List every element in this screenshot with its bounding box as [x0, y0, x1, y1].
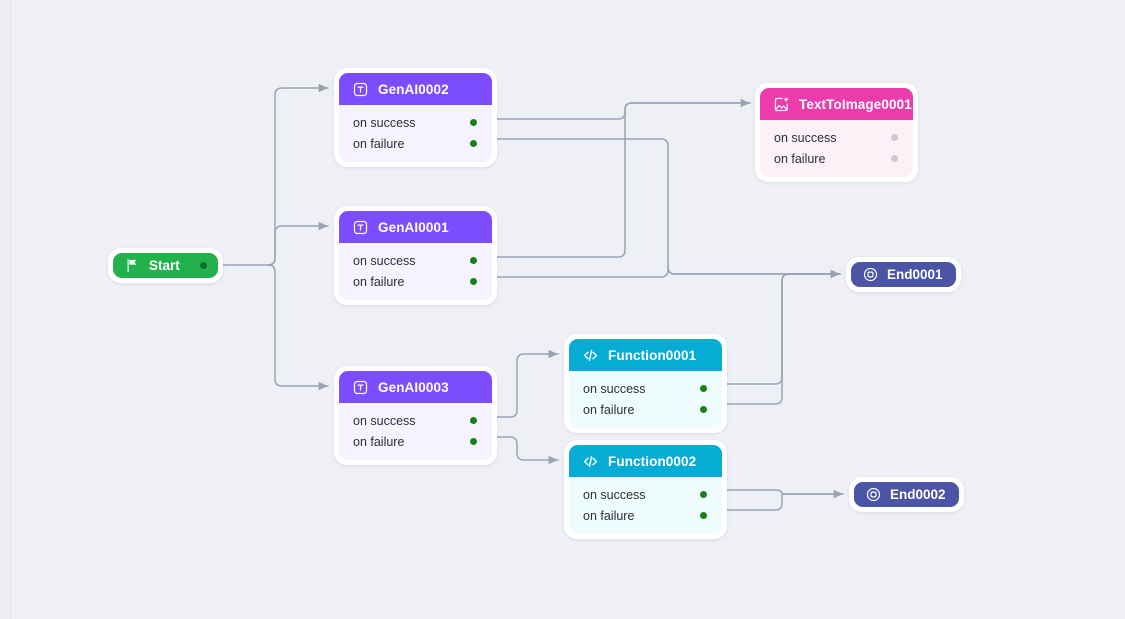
node-title: End0001 — [887, 267, 943, 282]
port-row-success[interactable]: on success — [760, 127, 913, 148]
stop-circle-icon — [866, 487, 881, 502]
start-output-port[interactable] — [200, 262, 207, 269]
port-dot-failure[interactable] — [470, 140, 477, 147]
node-ports: on success on failure — [569, 371, 722, 428]
edge-function0001-success-end0001 — [726, 269, 841, 385]
port-label: on success — [353, 413, 416, 428]
edge-start-genai0001 — [267, 221, 329, 266]
port-dot-failure[interactable] — [470, 278, 477, 285]
node-genai0002[interactable]: GenAI0002 on success on failure — [334, 68, 497, 167]
port-dot-failure[interactable] — [700, 512, 707, 519]
port-label: on success — [583, 381, 646, 396]
node-genai0003[interactable]: GenAI0003 on success on failure — [334, 366, 497, 465]
text-box-icon — [353, 380, 368, 394]
node-title: TextToImage0001 — [799, 96, 912, 112]
code-icon — [583, 349, 598, 361]
node-title: GenAI0003 — [378, 379, 449, 395]
port-label: on success — [583, 487, 646, 502]
node-title: GenAI0001 — [378, 219, 449, 235]
node-header: Function0001 — [569, 339, 722, 371]
edge-genai0001-success-tti — [496, 102, 751, 258]
node-header: Function0002 — [569, 445, 722, 477]
port-label: on failure — [774, 151, 826, 166]
edge-start-genai0003 — [267, 264, 329, 391]
port-label: on failure — [353, 136, 405, 151]
edge-genai0003-failure-function0002 — [496, 436, 559, 465]
edge-function0002-failure-end0002 — [726, 493, 844, 511]
stop-circle-icon — [863, 267, 878, 282]
port-dot-success[interactable] — [470, 119, 477, 126]
node-ports: on success on failure — [569, 477, 722, 534]
edge-start-genai0002 — [267, 83, 329, 266]
node-title: End0002 — [890, 487, 946, 502]
port-row-failure[interactable]: on failure — [569, 505, 722, 526]
port-label: on failure — [353, 434, 405, 449]
node-function0001[interactable]: Function0001 on success on failure — [564, 334, 727, 433]
port-dot-success[interactable] — [700, 385, 707, 392]
node-title: Start — [149, 258, 180, 273]
port-row-success[interactable]: on success — [339, 112, 492, 133]
flag-icon — [127, 259, 137, 272]
port-label: on failure — [583, 508, 635, 523]
port-dot-success[interactable] — [700, 491, 707, 498]
port-label: on failure — [583, 402, 635, 417]
canvas-left-rail — [0, 0, 11, 619]
node-header: GenAI0001 — [339, 211, 492, 243]
node-genai0001[interactable]: GenAI0001 on success on failure — [334, 206, 497, 305]
port-label: on success — [774, 130, 837, 145]
port-row-failure[interactable]: on failure — [339, 133, 492, 154]
port-dot-success[interactable] — [470, 417, 477, 424]
node-function0002[interactable]: Function0002 on success on failure — [564, 440, 727, 539]
port-dot-success[interactable] — [891, 134, 898, 141]
node-ports: on success on failure — [760, 120, 913, 177]
port-label: on failure — [353, 274, 405, 289]
node-ports: on success on failure — [339, 243, 492, 300]
port-row-failure[interactable]: on failure — [339, 431, 492, 452]
port-dot-failure[interactable] — [891, 155, 898, 162]
node-header: GenAI0003 — [339, 371, 492, 403]
node-texttoimage0001[interactable]: TextToImage0001 on success on failure — [755, 83, 918, 182]
port-dot-failure[interactable] — [470, 438, 477, 445]
port-row-success[interactable]: on success — [339, 410, 492, 431]
port-row-success[interactable]: on success — [339, 250, 492, 271]
node-end0001[interactable]: End0001 — [846, 257, 961, 292]
edge-function0002-success-end0002 — [726, 489, 844, 499]
node-title: Function0002 — [608, 453, 697, 469]
image-sparkle-icon — [774, 96, 789, 111]
port-row-success[interactable]: on success — [569, 484, 722, 505]
port-label: on success — [353, 115, 416, 130]
node-title: Function0001 — [608, 347, 697, 363]
port-label: on success — [353, 253, 416, 268]
node-end0002[interactable]: End0002 — [849, 477, 964, 512]
node-ports: on success on failure — [339, 105, 492, 162]
edge-genai0001-failure-end0001 — [496, 266, 841, 278]
node-start[interactable]: Start — [108, 248, 223, 283]
text-box-icon — [353, 220, 368, 234]
node-ports: on success on failure — [339, 403, 492, 460]
code-icon — [583, 455, 598, 467]
port-dot-success[interactable] — [470, 257, 477, 264]
edge-function0001-failure-end0001 — [726, 273, 841, 405]
port-row-success[interactable]: on success — [569, 378, 722, 399]
edge-genai0003-success-function0001 — [496, 349, 559, 418]
edge-genai0002-success-tti — [496, 98, 751, 120]
port-row-failure[interactable]: on failure — [569, 399, 722, 420]
port-row-failure[interactable]: on failure — [339, 271, 492, 292]
port-dot-failure[interactable] — [700, 406, 707, 413]
node-header: GenAI0002 — [339, 73, 492, 105]
text-box-icon — [353, 82, 368, 96]
port-row-failure[interactable]: on failure — [760, 148, 913, 169]
node-header: TextToImage0001 — [760, 88, 913, 120]
node-title: GenAI0002 — [378, 81, 449, 97]
